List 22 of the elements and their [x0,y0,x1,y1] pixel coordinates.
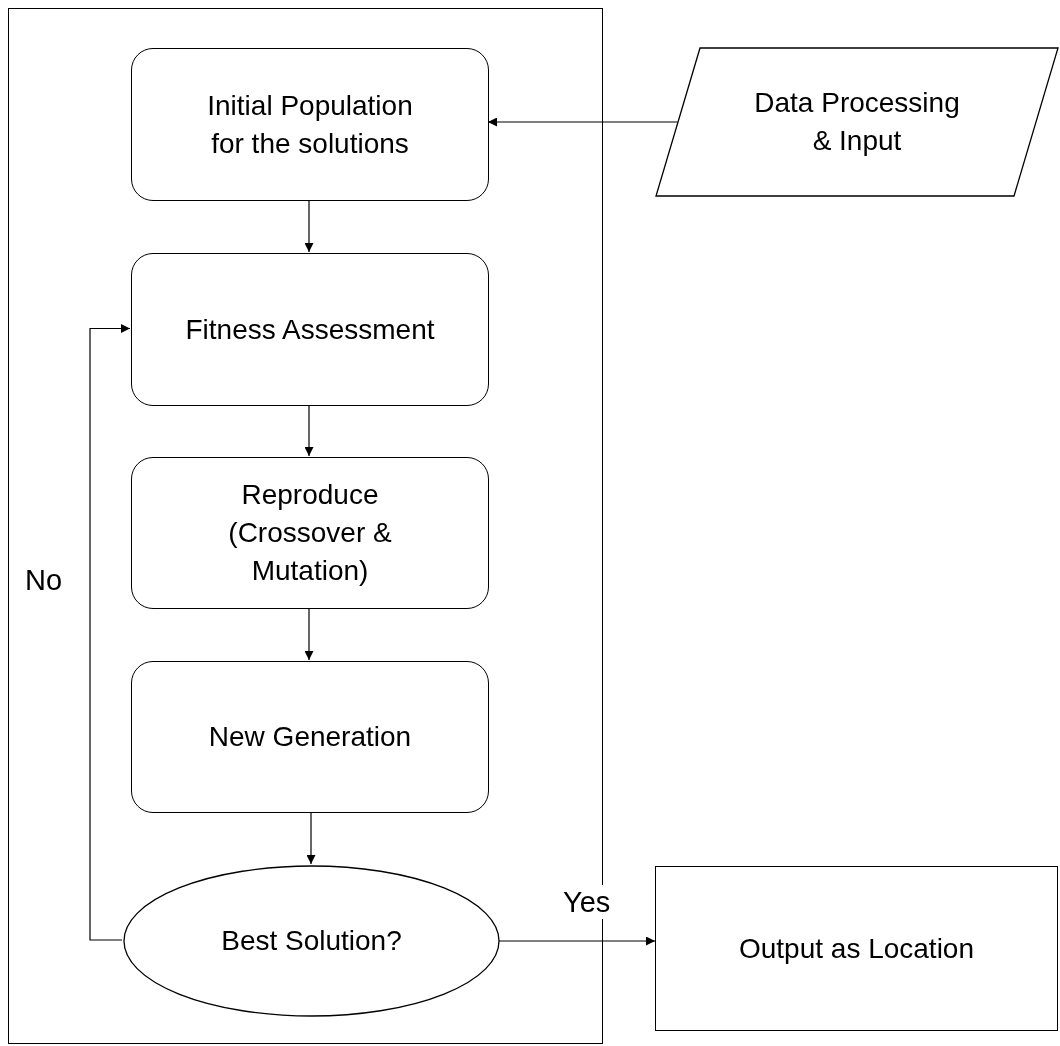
node-label: Data Processing & Input [753,86,961,158]
process-box [655,866,1058,1031]
process-box [131,48,489,201]
arrow [306,811,316,865]
node-label: Reproduce (Crossover & Mutation) [227,478,393,588]
node-label: Best Solution? [221,924,402,958]
arrow [304,607,314,661]
node-label: Initial Population for the solutions [206,88,414,161]
process-box [131,253,489,406]
node-label: Output as Location [738,931,974,966]
arrow [89,324,131,941]
arrow [304,404,314,457]
arrow [498,936,656,946]
node-label: New Generation [208,720,412,754]
decision-ellipse [123,865,500,1017]
process-box [131,457,489,609]
input-parallelogram [655,47,1059,197]
process-box [131,661,489,813]
node-label: Fitness Assessment [185,312,435,347]
arrow [487,117,679,127]
arrow [304,199,314,253]
edge-label: Yes [563,885,611,919]
